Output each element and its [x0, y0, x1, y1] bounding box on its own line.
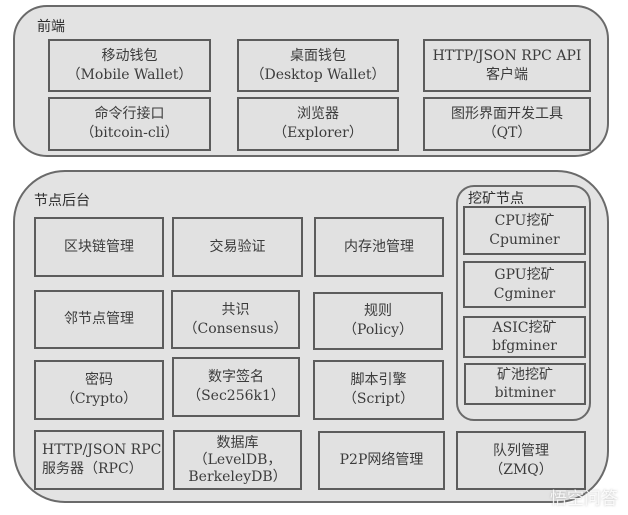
bitcoin-cli-box: 命令行接口 （bitcoin-cli） [48, 97, 211, 151]
box-sublabel: bfgminer [492, 338, 557, 354]
box-sublabel-2: BerkeleyDB） [188, 468, 287, 485]
box-label: P2P网络管理 [339, 452, 424, 468]
box-label: 浏览器 [297, 106, 339, 122]
box-sublabel: Cgminer [493, 285, 556, 302]
box-sublabel: （bitcoin-cli） [80, 125, 179, 141]
box-label: 桌面钱包 [290, 47, 346, 64]
box-sublabel: （Consensus） [183, 320, 288, 337]
box-label: HTTP/JSON RPC [42, 442, 162, 458]
box-label: 图形界面开发工具 [451, 106, 563, 122]
box-label: 区块链管理 [64, 238, 134, 255]
script-engine-box: 脚本引擎 （Script） [313, 360, 444, 420]
qt-gui-box: 图形界面开发工具 （QT） [423, 97, 591, 151]
box-sublabel: bitminer [494, 385, 556, 401]
rpc-server-box: HTTP/JSON RPC 服务器（RPC） [34, 430, 164, 490]
box-sublabel: 服务器（RPC） [42, 461, 143, 477]
box-label: 队列管理 [493, 442, 549, 459]
box-label: ASIC挖矿 [492, 320, 557, 336]
box-sublabel: （LevelDB， [193, 451, 282, 468]
database-box: 数据库 （LevelDB， BerkeleyDB） [173, 430, 302, 490]
box-label: CPU挖矿 [494, 212, 555, 229]
box-sublabel: （ZMQ） [489, 461, 553, 478]
box-sublabel: 客户端 [486, 66, 528, 83]
asic-mining-box: ASIC挖矿 bfgminer [463, 316, 586, 358]
watermark-text: 悟空问答 [550, 489, 618, 509]
box-label: 脚本引擎 [350, 372, 407, 388]
box-sublabel: （Desktop Wallet） [250, 66, 386, 83]
box-label: 密码 [85, 372, 113, 388]
mobile-wallet-box: 移动钱包 （Mobile Wallet） [48, 39, 211, 92]
node-backend-title: 节点后台 [34, 193, 90, 209]
box-sublabel: （Crypto） [60, 391, 138, 407]
box-label: 数据库 [216, 434, 259, 451]
box-sublabel: （QT） [482, 125, 532, 141]
box-label: 共识 [221, 301, 250, 318]
p2p-network-box: P2P网络管理 [318, 431, 445, 490]
box-label: HTTP/JSON RPC API [432, 47, 582, 64]
peer-management-box: 邻节点管理 [34, 290, 164, 349]
box-sublabel: （Policy） [343, 322, 413, 338]
policy-box: 规则 （Policy） [313, 292, 443, 350]
transaction-validation-box: 交易验证 [172, 217, 303, 277]
box-label: 规则 [364, 303, 392, 319]
box-label: 邻节点管理 [64, 311, 134, 327]
box-label: 矿池挖矿 [497, 367, 553, 383]
box-sublabel: （Mobile Wallet） [66, 66, 193, 83]
cpu-mining-box: CPU挖矿 Cpuminer [463, 206, 586, 255]
explorer-box: 浏览器 （Explorer） [237, 97, 399, 151]
gpu-mining-box: GPU挖矿 Cgminer [463, 261, 586, 308]
box-label: GPU挖矿 [494, 266, 555, 283]
box-sublabel: Cpuminer [489, 231, 560, 248]
mempool-management-box: 内存池管理 [314, 217, 444, 277]
consensus-box: 共识 （Consensus） [171, 290, 300, 349]
box-sublabel: （Sec256k1） [187, 388, 285, 404]
desktop-wallet-box: 桌面钱包 （Desktop Wallet） [237, 39, 399, 92]
box-label: 交易验证 [209, 238, 266, 255]
frontend-title: 前端 [37, 19, 65, 35]
rpc-api-client-box: HTTP/JSON RPC API 客户端 [423, 39, 591, 92]
digital-signature-box: 数字签名 （Sec256k1） [172, 357, 300, 417]
box-sublabel: （Explorer） [273, 125, 363, 141]
pool-mining-box: 矿池挖矿 bitminer [464, 363, 586, 405]
box-label: 移动钱包 [101, 47, 158, 64]
crypto-box: 密码 （Crypto） [34, 360, 164, 420]
box-sublabel: （Script） [342, 391, 415, 407]
mining-node-title: 挖矿节点 [468, 191, 524, 207]
queue-management-box: 队列管理 （ZMQ） [456, 431, 586, 490]
box-label: 数字签名 [208, 369, 264, 385]
blockchain-management-box: 区块链管理 [34, 217, 164, 277]
box-label: 命令行接口 [94, 106, 165, 122]
box-label: 内存池管理 [344, 238, 414, 255]
